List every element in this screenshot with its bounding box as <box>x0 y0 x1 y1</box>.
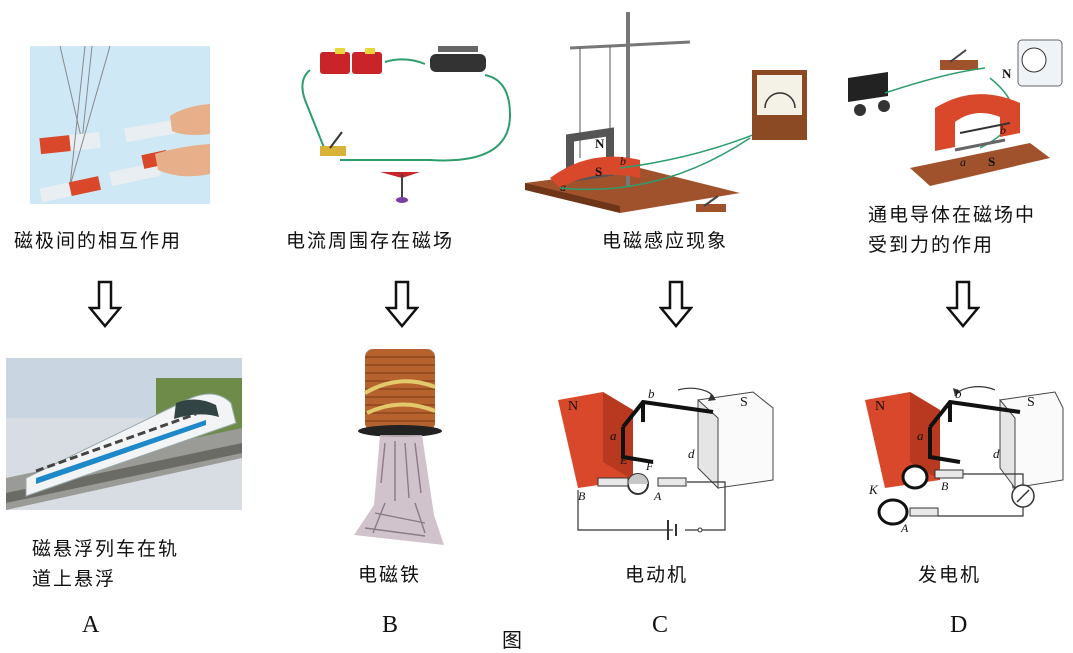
caption-generator: 发电机 <box>918 564 982 586</box>
motor-label-b: b <box>648 386 655 401</box>
force-label-a: a <box>960 155 966 169</box>
caption-electromagnet: 电磁铁 <box>358 564 422 586</box>
caption-magnet-interaction: 磁极间的相互作用 <box>14 230 183 252</box>
induction-label-s: S <box>595 164 602 179</box>
force-on-conductor-image: N S a b <box>840 38 1065 198</box>
down-arrow-icon <box>385 280 419 328</box>
option-letter-d: D <box>950 612 968 638</box>
magnet-interaction-image <box>30 46 210 204</box>
oersted-circuit-image <box>290 40 520 210</box>
generator-label-k: K <box>868 482 879 497</box>
caption-electromagnetic-induction: 电磁感应现象 <box>602 230 729 252</box>
force-label-b: b <box>1000 123 1006 137</box>
induction-label-b: b <box>620 154 626 168</box>
motor-diagram: N S a b d E F B A <box>548 372 778 542</box>
generator-label-brush-b: B <box>941 479 949 493</box>
figure-caption: 图 <box>502 628 522 652</box>
option-letter-b: B <box>382 612 399 638</box>
force-label-s: S <box>988 154 995 169</box>
generator-diagram: N S a b d K B A <box>855 372 1065 542</box>
motor-label-e: E <box>619 453 628 467</box>
generator-label-b: b <box>955 386 962 401</box>
caption-motor: 电动机 <box>625 564 689 586</box>
caption-current-magnetic-field: 电流周围存在磁场 <box>286 230 455 252</box>
down-arrow-icon <box>88 280 122 328</box>
caption-force-on-conductor: 通电导体在磁场中 受到力的作用 <box>868 204 1037 256</box>
maglev-train-image <box>6 358 242 510</box>
down-arrow-icon <box>946 280 980 328</box>
generator-label-d: d <box>993 446 1000 461</box>
induction-label-n: N <box>595 136 605 151</box>
motor-label-n: N <box>568 399 578 414</box>
generator-label-brush-a: A <box>900 521 909 535</box>
motor-label-d: d <box>688 446 695 461</box>
caption-maglev: 磁悬浮列车在轨 道上悬浮 <box>32 538 180 590</box>
motor-label-brush-a: A <box>653 489 662 503</box>
motor-label-f: F <box>645 459 654 473</box>
generator-label-a: a <box>917 428 924 443</box>
option-letter-a: A <box>82 612 100 638</box>
electromagnet-image <box>345 343 455 553</box>
induction-label-a: a <box>560 180 566 194</box>
motor-label-brush-b: B <box>578 489 586 503</box>
force-label-n: N <box>1002 66 1012 81</box>
generator-label-n: N <box>875 399 885 414</box>
down-arrow-icon <box>659 280 693 328</box>
generator-label-s: S <box>1027 395 1035 410</box>
motor-label-a: a <box>610 428 617 443</box>
option-letter-c: C <box>652 612 669 638</box>
motor-label-s: S <box>740 395 748 410</box>
electromagnetic-induction-image: N S a b <box>520 8 820 213</box>
